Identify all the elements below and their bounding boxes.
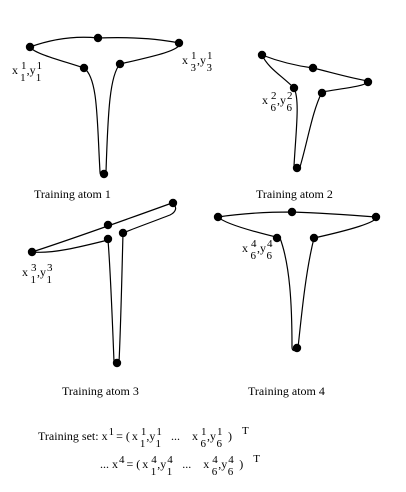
- atom-3-point-5: [118, 228, 128, 238]
- atom-1-point-4: [79, 63, 89, 73]
- atom-2-point-5: [317, 88, 327, 98]
- atom-1-point-5: [115, 59, 125, 69]
- atom-3-outline: [31, 202, 177, 367]
- atom-3-point-2: [103, 220, 113, 230]
- atom-4-point-1: [213, 212, 223, 222]
- atom-4-point-3: [371, 212, 381, 222]
- atom-4-caption: Training atom 4: [248, 384, 325, 398]
- atom-3-point-1: [27, 247, 37, 257]
- atom-1-point-2: [93, 33, 103, 43]
- atom-2-point-2: [308, 63, 318, 73]
- atom-1-caption: Training atom 1: [34, 187, 111, 201]
- atom-1-point-6: [99, 169, 109, 179]
- atom-2-point-4: [289, 83, 299, 93]
- atom-3-point-6: [112, 358, 122, 368]
- atom-3-point-3: [168, 198, 178, 208]
- atom-4-point-4: [272, 233, 282, 243]
- atom-4-outline: [216, 211, 377, 352]
- atom-2-point-1: [257, 50, 267, 60]
- atom-2-point-6: [292, 163, 302, 173]
- atom-2-point-3: [363, 77, 373, 87]
- atom-1-point-1: [25, 42, 35, 52]
- atom-4-point-6: [292, 343, 302, 353]
- atom-4-point-5: [309, 233, 319, 243]
- atom-3-caption: Training atom 3: [62, 384, 139, 398]
- atom-4-point-2: [287, 207, 297, 217]
- atom-3-point-4: [103, 234, 113, 244]
- atom-1-point-3: [174, 38, 184, 48]
- atom-2-caption: Training atom 2: [256, 187, 333, 201]
- atom-2-outline: [260, 53, 369, 171]
- atom-1-outline: [29, 36, 180, 176]
